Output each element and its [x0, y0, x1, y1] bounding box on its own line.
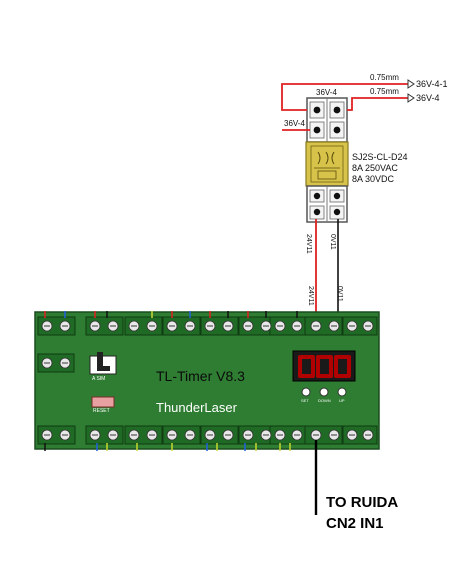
- relay-screw-8: [333, 208, 341, 216]
- seven-seg-display: [292, 350, 356, 382]
- top-terminals: [37, 311, 378, 336]
- relay-input-label-top: 36V-4: [316, 88, 337, 97]
- relay-screw-4: [333, 126, 341, 134]
- arrow-36v-4-icon: [407, 93, 415, 103]
- down-button: [319, 387, 329, 397]
- relay-screw-7: [313, 208, 321, 216]
- relay-rating-ac: 8A 250VAC: [352, 163, 398, 173]
- arrow-36v-4-1-icon: [407, 79, 415, 89]
- coil-label-0v-top: 0V11: [329, 234, 336, 250]
- relay-input-label-left: 36V-4: [284, 119, 305, 128]
- up-label: UP: [339, 398, 345, 403]
- asim-switch: [89, 352, 117, 375]
- reset-button: [91, 396, 115, 408]
- reset-label: RESET: [93, 408, 110, 414]
- relay-model: SJ2S-CL-D24: [352, 152, 408, 162]
- relay-screw-3: [313, 126, 321, 134]
- relay-screw-2: [333, 106, 341, 114]
- relay-screw-6: [333, 192, 341, 200]
- control-buttons: [301, 387, 347, 397]
- ruida-note-line1: TO RUIDA: [326, 494, 399, 511]
- coil-label-24v-bottom: 24V11: [307, 286, 314, 306]
- relay-screw-5: [313, 192, 321, 200]
- switch-label: A SIM: [92, 376, 106, 382]
- set-label: SET: [301, 398, 309, 403]
- wire-gauge-2: 0.75mm: [370, 87, 399, 96]
- wire-36v-4: [347, 97, 408, 111]
- relay-rating-dc: 8A 30VDC: [352, 174, 395, 184]
- wire-36v-4-1: [281, 83, 408, 111]
- coil-label-0v-bottom: 0V11: [336, 286, 343, 302]
- relay-screw-1: [313, 106, 321, 114]
- board-title: TL-Timer V8.3: [156, 368, 245, 384]
- red-wires: [281, 83, 408, 320]
- wire-gauge-1: 0.75mm: [370, 73, 399, 82]
- relay-module: [305, 97, 349, 223]
- ruida-note-line2: CN2 IN1: [326, 515, 384, 532]
- up-button: [337, 387, 347, 397]
- timer-board: [34, 311, 380, 451]
- ruida-note: TO RUIDA CN2 IN1: [326, 492, 398, 534]
- down-label: DOWN: [318, 398, 331, 403]
- set-button: [301, 387, 311, 397]
- coil-label-24v-top: 24V11: [305, 234, 312, 254]
- wire-label-36v-4-1: 36V-4-1: [416, 79, 448, 89]
- wire-label-36v-4: 36V-4: [416, 93, 440, 103]
- board-brand: ThunderLaser: [156, 400, 237, 415]
- bottom-terminals: [37, 425, 378, 451]
